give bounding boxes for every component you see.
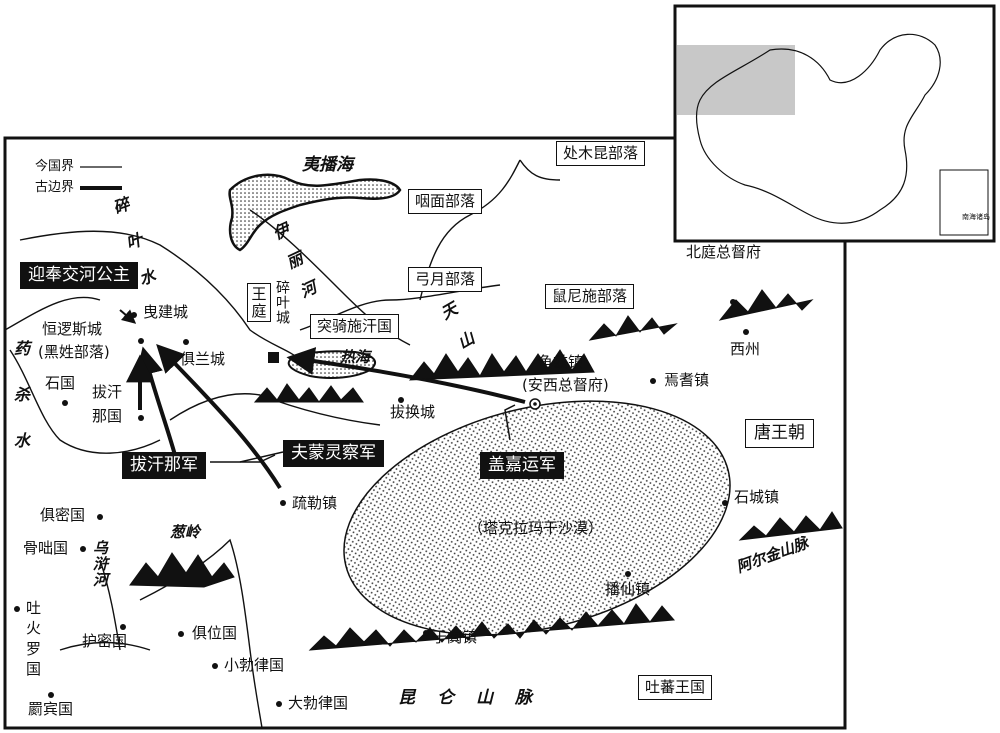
box-tuqishi: 突骑施汗国 xyxy=(310,314,400,339)
mountains-altun xyxy=(738,511,843,541)
place-baghanna-b: 那国 xyxy=(92,407,123,425)
place-shicheng: 石城镇 xyxy=(734,488,780,506)
dot-yutian xyxy=(423,630,429,636)
mountains-congling xyxy=(129,552,235,588)
legend-ancient-label: 古边界 xyxy=(35,180,75,195)
army-gaijia-tag: 盖嘉运军 xyxy=(480,452,564,479)
dot-xizhou xyxy=(743,329,749,335)
dot-tuhuo xyxy=(14,606,20,612)
box-chumukun: 处木昆部落 xyxy=(556,141,646,166)
place-yijian: 曳建城 xyxy=(143,303,189,321)
place-shiguo: 石国 xyxy=(45,374,76,392)
place-julan: 俱兰城 xyxy=(180,350,226,368)
yao-river-line xyxy=(9,349,161,454)
legend-modern-label: 今国界 xyxy=(35,159,75,174)
place-tuhuo: 吐火罗国 xyxy=(26,599,42,678)
label-congling: 葱岭 xyxy=(170,523,201,541)
box-gongyue: 弓月部落 xyxy=(408,267,483,292)
place-bahuan: 拔换城 xyxy=(390,403,436,421)
label-rehai: 热海 xyxy=(340,348,371,366)
dot-juwei xyxy=(178,631,184,637)
arrow-princess xyxy=(119,309,137,324)
place-baghanna-a: 拔汗 xyxy=(92,383,123,401)
dot-jibin xyxy=(48,692,54,698)
wuhu-river-line xyxy=(99,559,121,651)
dot-boxian xyxy=(625,571,631,577)
inset-highlight xyxy=(677,45,795,115)
inset-south-sea-label: 南海诸岛 xyxy=(962,213,990,221)
place-yutian: 于阗镇 xyxy=(432,628,478,646)
place-beiting: 北庭总督府 xyxy=(686,243,762,261)
dot-jumi xyxy=(97,514,103,520)
border-east-north xyxy=(519,159,561,181)
army-fumeng-tag: 夫蒙灵察军 xyxy=(283,440,384,467)
map-title-box: 唐王朝 xyxy=(745,419,814,448)
place-gongzhi: 恒逻斯城 xyxy=(42,320,103,338)
place-juwei: 俱位国 xyxy=(192,624,238,642)
label-desert: （塔克拉玛干沙漠） xyxy=(468,519,604,537)
dot-beiting xyxy=(730,299,736,305)
box-capital: 王庭 xyxy=(247,283,271,322)
mountains-tianshan xyxy=(253,289,814,403)
dot-gongzhi xyxy=(138,338,144,344)
dot-shiguo xyxy=(62,400,68,406)
place-jibin: 罽宾国 xyxy=(28,700,74,718)
inset-china-outline xyxy=(696,33,941,224)
label-yao-river: 药杀水 xyxy=(11,340,30,478)
dot-guduo xyxy=(80,546,86,552)
lake-yibohai xyxy=(228,173,402,252)
suiye-river-line xyxy=(19,230,301,361)
mountains-kunlun xyxy=(308,603,676,651)
place-suiye: 碎叶城 xyxy=(274,280,290,325)
arrow-fumeng xyxy=(156,343,282,490)
dot-dabolv xyxy=(276,701,282,707)
place-boxian: 播仙镇 xyxy=(605,580,651,598)
place-qiuci-note: (安西总督府) xyxy=(522,376,609,394)
dot-yijian xyxy=(131,312,137,318)
capital-marker xyxy=(268,352,279,363)
dot-humi xyxy=(120,624,126,630)
place-gongzhi-note: (黑姓部落) xyxy=(38,343,110,361)
dot-baghanna xyxy=(138,415,144,421)
place-xizhou: 西州 xyxy=(730,340,761,358)
box-shunishi: 鼠尼施部落 xyxy=(545,284,635,309)
box-tubo: 吐蕃王国 xyxy=(638,675,713,700)
border-southwest xyxy=(169,393,381,426)
place-dabolv: 大勃律国 xyxy=(288,694,349,712)
place-xiaobolv: 小勃律国 xyxy=(224,656,285,674)
border-south-2 xyxy=(59,641,151,651)
dot-shule xyxy=(280,500,286,506)
place-qiuci: 龟兹镇 xyxy=(538,353,584,371)
army-baghanna-tag: 拔汗那军 xyxy=(122,452,206,479)
dot-julan xyxy=(183,339,189,345)
dot-shicheng xyxy=(722,500,728,506)
dot-xiaobolv xyxy=(212,663,218,669)
label-yibohai: 夷播海 xyxy=(302,155,353,175)
place-yanqi: 焉耆镇 xyxy=(664,371,710,389)
inset-south-sea-box xyxy=(939,169,989,236)
modern-border-west xyxy=(4,296,101,331)
army-princess-tag: 迎奉交河公主 xyxy=(20,262,138,289)
dot-bahuan xyxy=(398,397,404,403)
label-kunlun: 昆仑山脉 xyxy=(398,688,554,708)
place-guduo: 骨咄国 xyxy=(23,539,69,557)
dot-yanqi xyxy=(650,378,656,384)
place-jumi: 俱密国 xyxy=(40,506,86,524)
main-map-frame xyxy=(3,136,847,730)
label-wuhu-river: 乌浒河 xyxy=(91,540,109,588)
place-shule: 疏勒镇 xyxy=(292,494,338,512)
place-humi: 护密国 xyxy=(82,632,128,650)
box-yanmian: 咽面部落 xyxy=(408,189,483,214)
